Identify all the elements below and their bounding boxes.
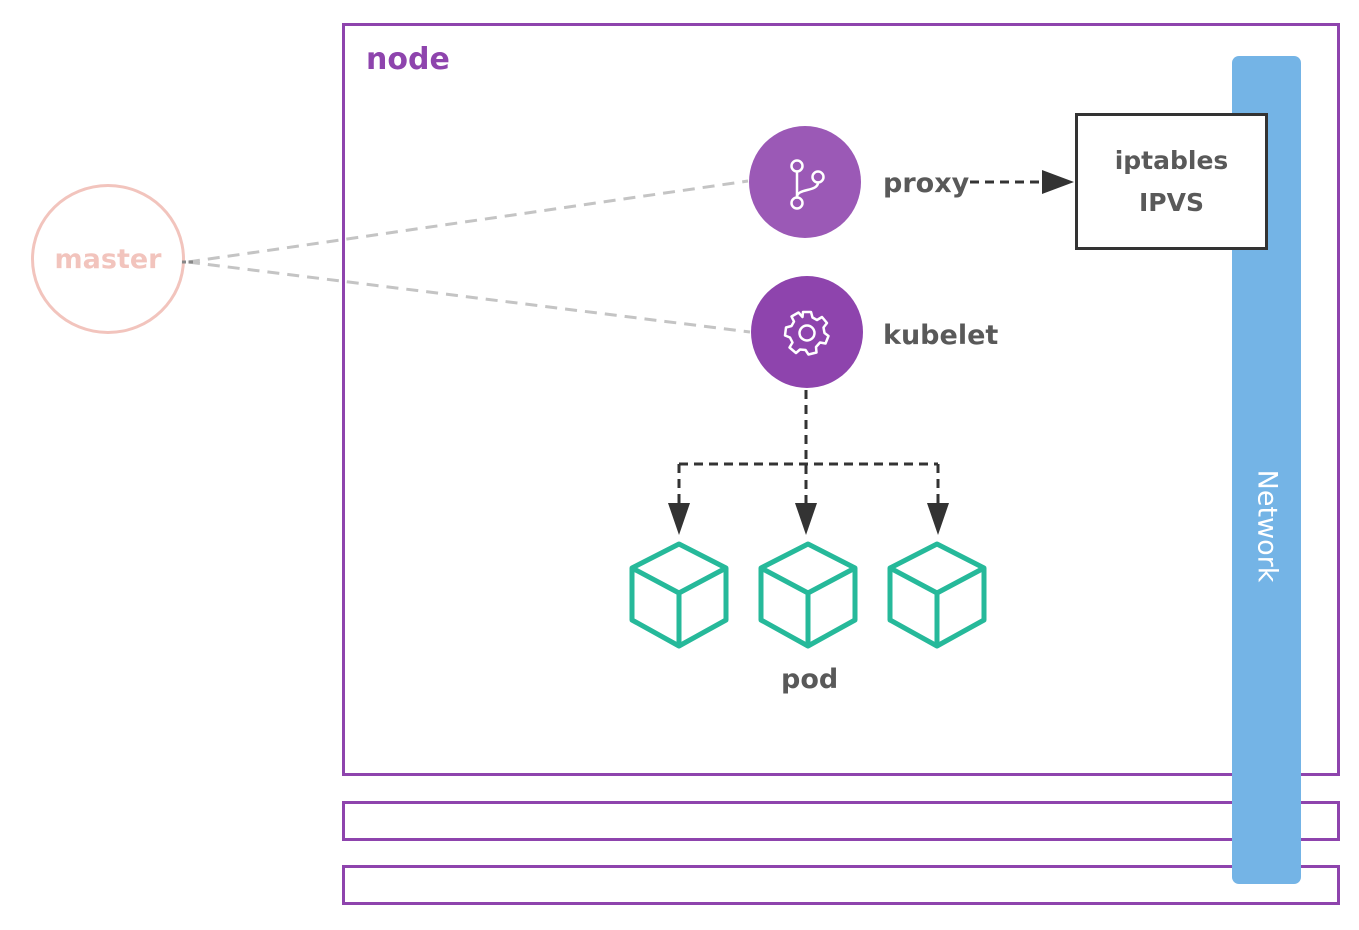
kubelet-node [751, 276, 863, 388]
node-frame [342, 23, 1340, 776]
pod-3-arrowhead [927, 503, 949, 535]
proxy-to-iptables-arrowhead [1042, 170, 1074, 194]
branch-icon [790, 159, 825, 210]
kubelet-label: kubelet [883, 320, 999, 351]
pod-label: pod [781, 664, 839, 695]
node-frame-stacked [342, 865, 1340, 905]
cube-icon [887, 541, 987, 649]
ipvs-label: IPVS [1139, 187, 1204, 217]
gear-icon [783, 310, 830, 356]
cube-icon [758, 541, 858, 649]
master-label: master [54, 243, 162, 275]
proxy-label: proxy [883, 168, 970, 199]
node-label: node [366, 42, 450, 77]
iptables-label: iptables [1114, 145, 1229, 175]
pod-2-arrowhead [795, 503, 817, 535]
master-to-kubelet-connector [187, 260, 751, 334]
node-frame-stacked [342, 801, 1340, 841]
proxy-node [749, 126, 861, 238]
iptables-box: iptables IPVS [1075, 113, 1268, 250]
master-to-proxy-connector [187, 179, 749, 264]
master-node: master [31, 184, 185, 334]
pod-1-arrowhead [668, 503, 690, 535]
cube-icon [629, 541, 729, 649]
